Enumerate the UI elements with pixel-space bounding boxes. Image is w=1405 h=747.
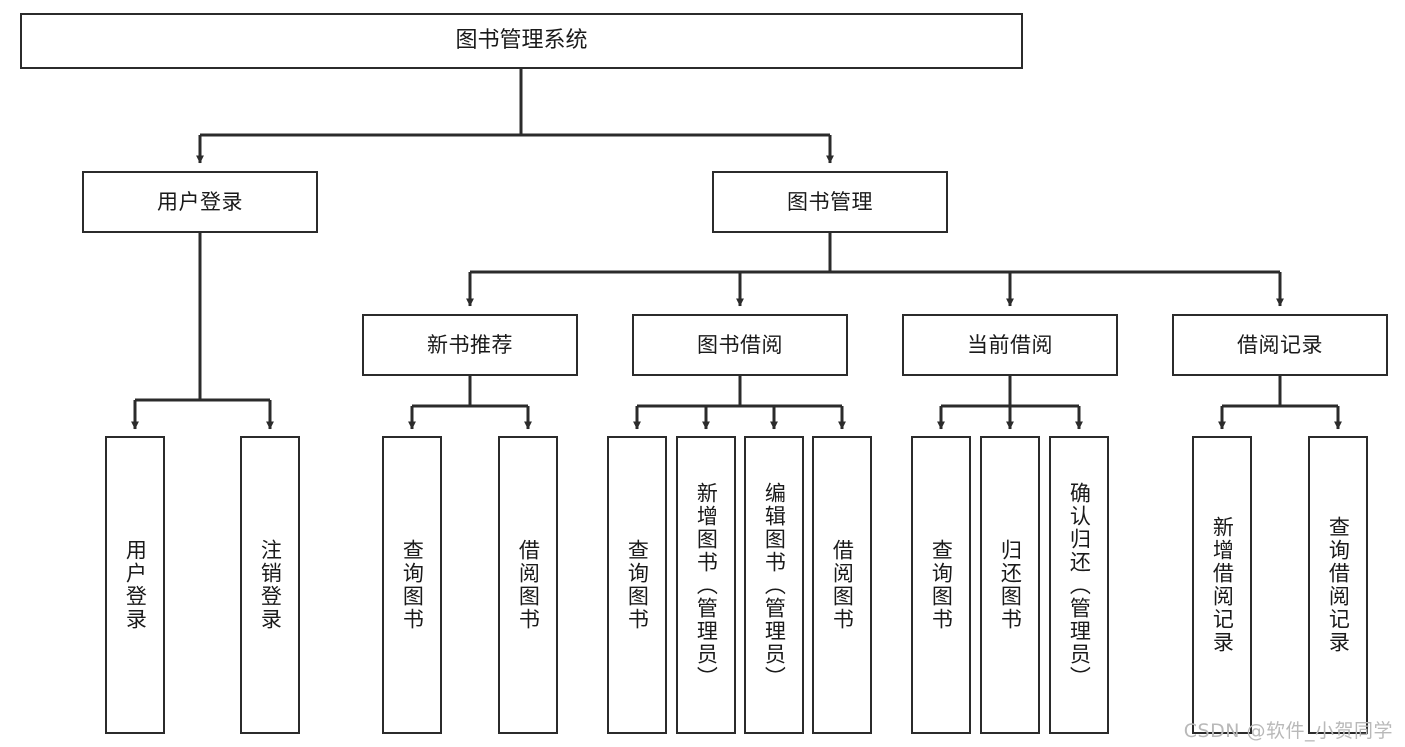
leaf-current-return-book[interactable]: 归还图书 [980, 436, 1040, 734]
leaf-label: 注销登录 [258, 539, 283, 631]
leaf-label: 借阅图书 [830, 539, 855, 631]
node-current-borrow[interactable]: 当前借阅 [902, 314, 1118, 376]
leaf-label: 确认归还（管理员） [1067, 481, 1092, 689]
node-user-login[interactable]: 用户登录 [82, 171, 318, 233]
node-borrow-record[interactable]: 借阅记录 [1172, 314, 1388, 376]
leaf-label: 查询借阅记录 [1326, 516, 1351, 654]
leaf-recommend-query-book[interactable]: 查询图书 [382, 436, 442, 734]
leaf-user-login-logout[interactable]: 注销登录 [240, 436, 300, 734]
leaf-label: 借阅图书 [516, 539, 541, 631]
leaf-label: 查询图书 [400, 539, 425, 631]
leaf-borrow-add-book[interactable]: 新增图书（管理员） [676, 436, 736, 734]
leaf-label: 新增借阅记录 [1210, 516, 1235, 654]
leaf-borrow-query-book[interactable]: 查询图书 [607, 436, 667, 734]
leaf-record-add-record[interactable]: 新增借阅记录 [1192, 436, 1252, 734]
leaf-label: 用户登录 [123, 539, 148, 631]
node-root-system[interactable]: 图书管理系统 [20, 13, 1023, 69]
leaf-borrow-borrow-book[interactable]: 借阅图书 [812, 436, 872, 734]
leaf-label: 查询图书 [625, 539, 650, 631]
leaf-recommend-borrow-book[interactable]: 借阅图书 [498, 436, 558, 734]
node-new-book-recommend[interactable]: 新书推荐 [362, 314, 578, 376]
leaf-borrow-edit-book[interactable]: 编辑图书（管理员） [744, 436, 804, 734]
leaf-label: 编辑图书（管理员） [762, 481, 787, 689]
leaf-current-query-book[interactable]: 查询图书 [911, 436, 971, 734]
watermark-text: CSDN @软件_小贺同学 [1183, 720, 1393, 742]
leaf-label: 归还图书 [998, 539, 1023, 631]
leaf-user-login-login[interactable]: 用户登录 [105, 436, 165, 734]
leaf-label: 查询图书 [929, 539, 954, 631]
node-book-management[interactable]: 图书管理 [712, 171, 948, 233]
leaf-label: 新增图书（管理员） [694, 481, 719, 689]
leaf-current-confirm-return[interactable]: 确认归还（管理员） [1049, 436, 1109, 734]
leaf-record-query-record[interactable]: 查询借阅记录 [1308, 436, 1368, 734]
node-book-borrow[interactable]: 图书借阅 [632, 314, 848, 376]
